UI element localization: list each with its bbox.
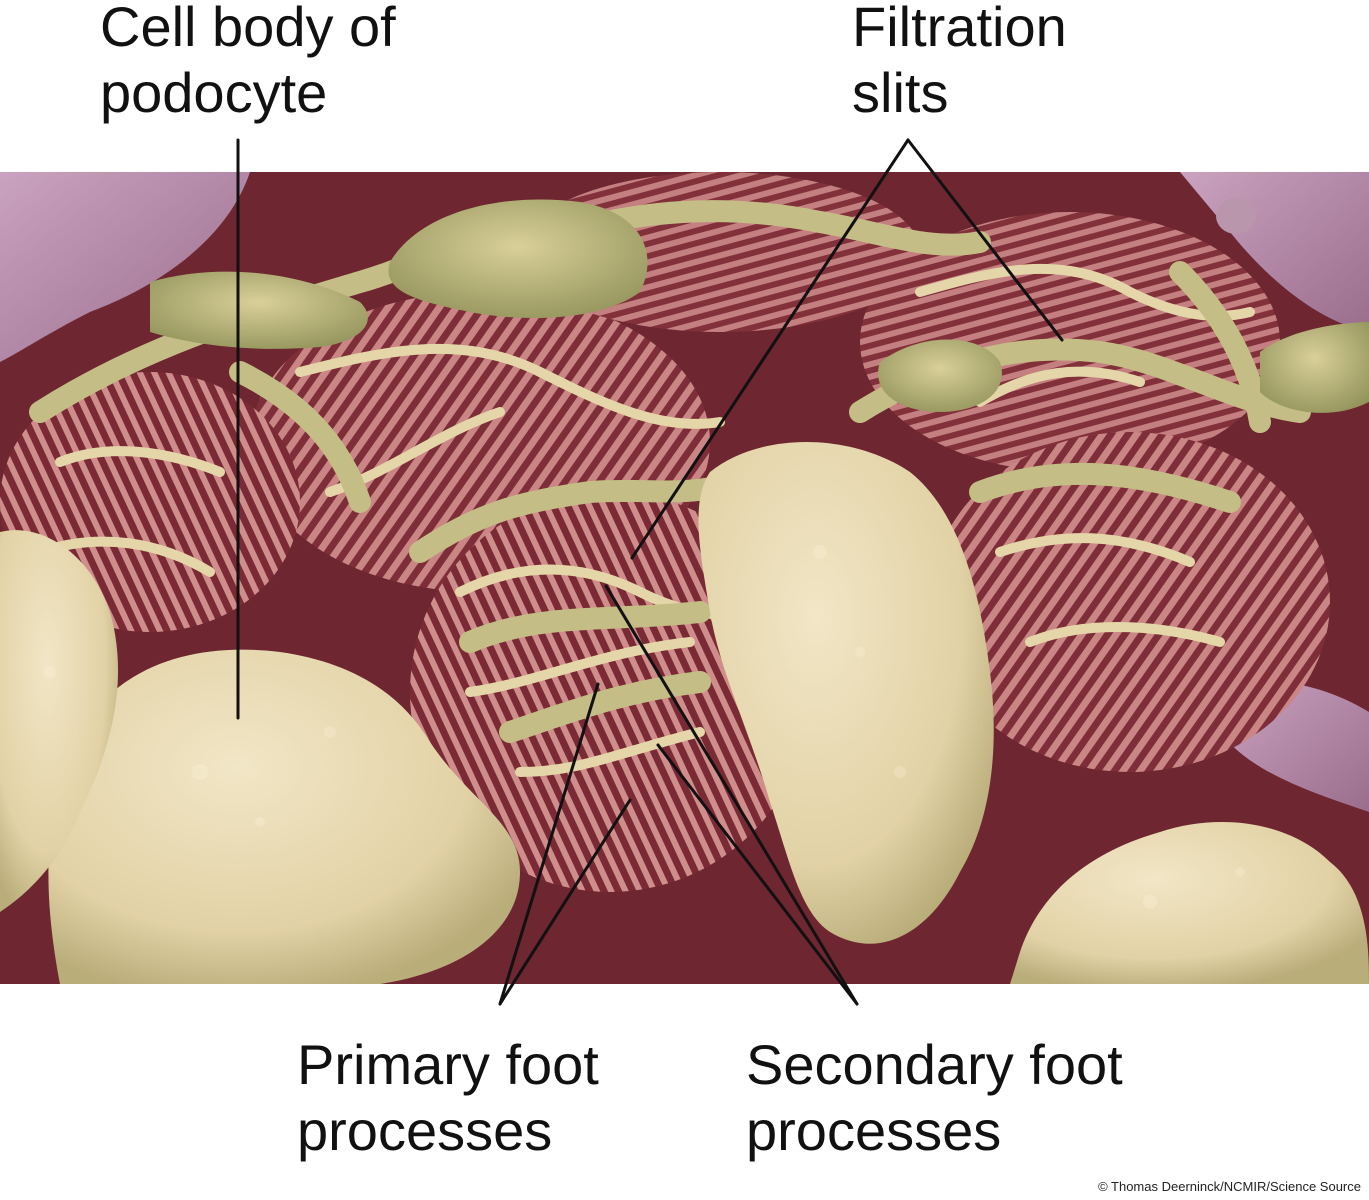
label-line: Primary foot xyxy=(297,1033,599,1096)
label-line: Cell body of xyxy=(100,0,396,58)
foot-process-branch xyxy=(150,271,368,349)
label-line: processes xyxy=(746,1099,1002,1162)
label-line: Filtration xyxy=(852,0,1067,58)
micrograph-image xyxy=(0,172,1369,984)
capillary-loop xyxy=(930,432,1330,772)
small-cell-fragment xyxy=(1216,198,1256,234)
lavender-tissue-top-left xyxy=(0,172,250,362)
label-secondary-foot-processes: Secondary foot processes xyxy=(746,1032,1123,1164)
label-primary-foot-processes: Primary foot processes xyxy=(297,1032,599,1164)
label-cell-body-of-podocyte: Cell body of podocyte xyxy=(100,0,396,126)
cell-body-of-podocyte xyxy=(48,649,520,984)
label-line: Secondary foot xyxy=(746,1033,1123,1096)
podocyte-body-top xyxy=(388,199,648,318)
podocyte-body-bottom-right xyxy=(1010,822,1369,984)
podocyte-body-right-edge xyxy=(1260,322,1369,413)
label-line: slits xyxy=(852,61,949,124)
label-line: podocyte xyxy=(100,61,328,124)
image-credit: © Thomas Deerninck/NCMIR/Science Source xyxy=(1098,1179,1361,1194)
podocyte-body-left-edge xyxy=(0,530,119,912)
label-filtration-slits: Filtration slits xyxy=(852,0,1067,126)
label-line: processes xyxy=(297,1099,553,1162)
